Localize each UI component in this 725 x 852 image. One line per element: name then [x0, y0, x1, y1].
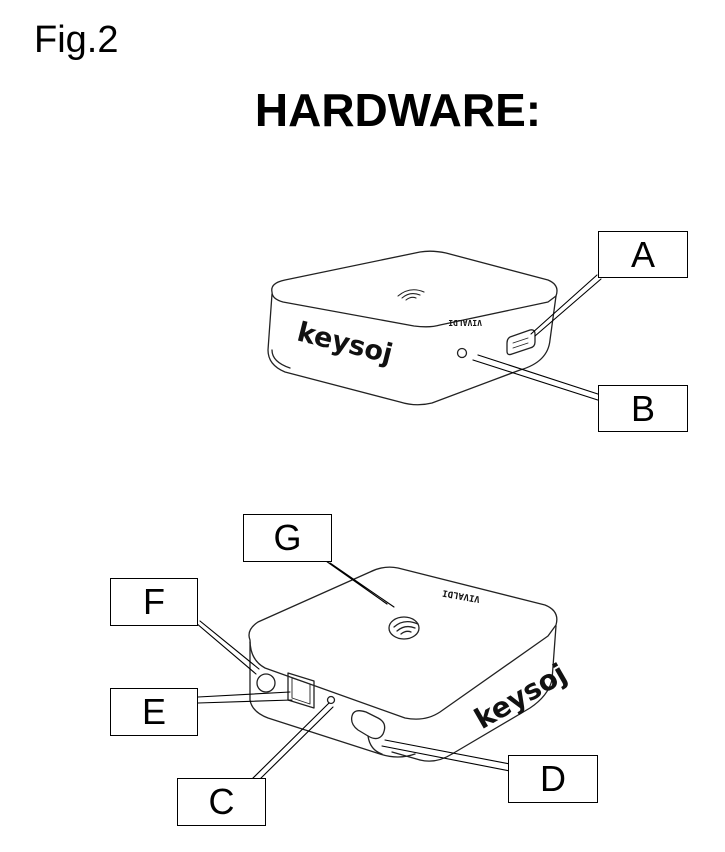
callout-label-f: F [110, 578, 198, 626]
nfc-icon [397, 289, 425, 301]
callout-label-b: B [598, 385, 688, 432]
callout-label-a: A [598, 231, 688, 278]
page-title: HARDWARE: [254, 84, 542, 136]
model-text-top: VIVALDI [448, 318, 482, 327]
nfc-icon-bottom [388, 616, 420, 640]
callout-label-e: E [110, 688, 198, 736]
figure-number: Fig.2 [34, 19, 119, 61]
model-text-bottom: VIVALDI [442, 587, 481, 603]
cable-notch-icon [350, 710, 386, 740]
callout-label-g: G [243, 514, 332, 562]
power-jack-icon [256, 673, 276, 693]
callout-label-d: D [508, 755, 598, 803]
device-bottom [248, 566, 558, 762]
brand-logo-top: keysoj [294, 317, 396, 371]
reset-hole-icon [456, 347, 468, 359]
ethernet-port-icon [287, 672, 315, 709]
brand-logo-bottom: keysoj [469, 657, 573, 736]
callout-label-c: C [177, 778, 266, 826]
leader-lines-bottom [195, 560, 511, 782]
leader-lines-top [472, 274, 605, 403]
led-hole-icon [326, 695, 336, 705]
device-top [267, 250, 558, 406]
